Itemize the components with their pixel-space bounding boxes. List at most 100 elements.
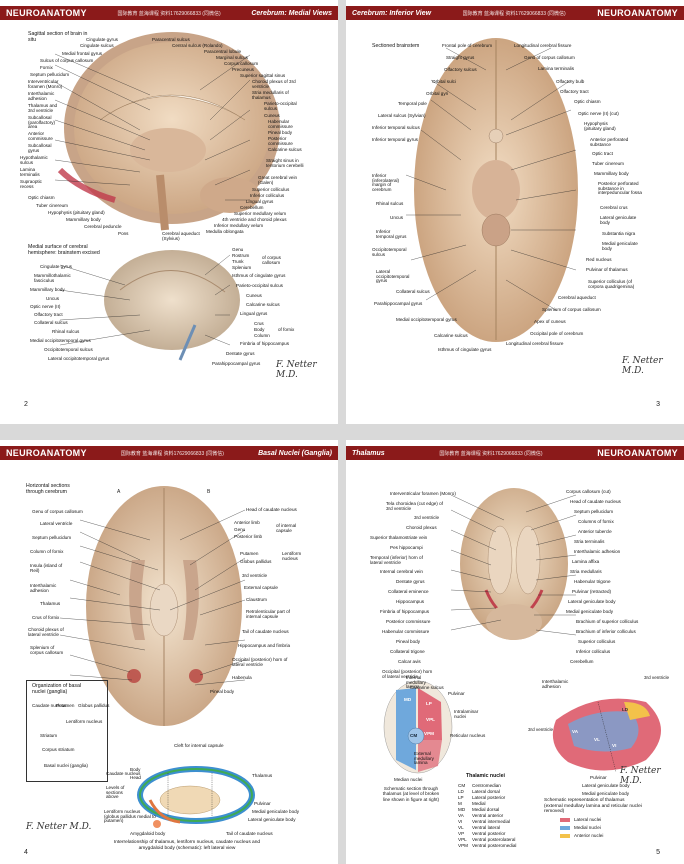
label: 3rd ventricle xyxy=(644,675,670,680)
label: Inferior temporal gyrus xyxy=(376,229,407,239)
label: of internal capsule xyxy=(276,523,297,533)
label: of corpus callosum xyxy=(262,255,281,265)
region-label: LP xyxy=(426,701,432,706)
label: Cingulate gyrus xyxy=(86,37,118,42)
label: Brachium of superior colliculus xyxy=(576,619,639,624)
label: Cuneus xyxy=(264,113,280,118)
label: Pineal body xyxy=(268,130,293,135)
label: Longitudinal cerebral fissure xyxy=(506,341,564,346)
label: Occipital pole of cerebrum xyxy=(530,331,584,336)
label: Pons xyxy=(118,231,129,236)
section-letter-b: B xyxy=(207,489,211,495)
label: Reticular nucleus xyxy=(450,733,486,738)
label: Lateral geniculate body xyxy=(568,599,616,604)
label: Internal medullary lamina xyxy=(406,675,426,690)
region-label: CM xyxy=(410,733,418,738)
label: Superior colliculus (of corpora quadrige… xyxy=(588,279,635,289)
nucleus-abbr: MD xyxy=(458,807,466,812)
org-item: Caudate nucleus xyxy=(32,703,67,708)
page-thalamus: Thalamus 国际教育 蓝海课程 资料17629066833 (同微信) N… xyxy=(346,440,684,864)
label: Calcarine sulcus xyxy=(410,685,444,690)
label: Apex of cuneus xyxy=(534,319,566,324)
label: Interthalamic adhesion xyxy=(30,583,57,593)
label: Tuber cinereum xyxy=(36,203,68,208)
label: Body xyxy=(130,767,141,772)
org-item: Corpus striatum xyxy=(42,747,75,752)
label: Cingulate sulcus xyxy=(80,43,114,48)
label: Crus of fornix xyxy=(32,615,60,620)
nucleus-abbr: M xyxy=(458,801,462,806)
label: Temporal pole xyxy=(398,101,427,106)
label: Median nuclei xyxy=(394,777,423,782)
label: Calcar avis xyxy=(398,659,421,664)
label: Pes hippocampi xyxy=(390,545,423,550)
label: 3rd ventricle xyxy=(242,573,268,578)
label: Posterior limb xyxy=(234,534,263,539)
label: Habenular commissure xyxy=(268,119,293,129)
page-header: Thalamus 国际教育 蓝海课程 资料17629066833 (同微信) N… xyxy=(346,446,684,460)
label: Intralaminar nuclei xyxy=(454,709,479,719)
label: External medullary lamina xyxy=(414,751,434,766)
nucleus-name: Lateral posterior xyxy=(472,795,506,800)
label: Occipitotemporal sulcus xyxy=(372,247,407,257)
nucleus-abbr: VA xyxy=(458,813,464,818)
organization-title: Organization of basal nuclei (ganglia) xyxy=(32,683,82,695)
label: Longitudinal cerebral fissure xyxy=(514,43,572,48)
label: Pineal body xyxy=(210,689,235,694)
nucleus-name: Ventral posteromedial xyxy=(472,843,517,848)
nucleus-abbr: VP xyxy=(458,831,465,836)
label: Parieto-occipital sulcus xyxy=(236,283,283,288)
label: Orbital sulci xyxy=(432,79,456,84)
label: Genu of corpus callosum xyxy=(524,55,575,60)
header-section-title: Cerebrum: Medial Views xyxy=(251,9,332,17)
label: Mammillary body xyxy=(594,171,629,176)
label: Parahippocampal gyrus xyxy=(374,301,423,306)
page-header: NEUROANATOMY 国际教育 蓝海课程 资料17629066833 (同微… xyxy=(0,6,338,20)
label: Pulvinar xyxy=(254,801,271,806)
label: Superior colliculus xyxy=(252,187,290,192)
label: Inferior temporal gyrus xyxy=(372,137,418,142)
header-section-title: Thalamus xyxy=(352,449,385,457)
region-label: VPL xyxy=(426,717,435,722)
header-book-title: NEUROANATOMY xyxy=(6,8,87,18)
nucleus-name: Ventral posterior xyxy=(472,831,506,836)
label: Straight sinus in tentorium cerebelli xyxy=(266,158,304,168)
label: Claustrum xyxy=(246,597,267,602)
label: Genu xyxy=(234,527,246,532)
label: Medial geniculate body xyxy=(602,241,638,251)
label: 4th ventricle and choroid plexus xyxy=(222,217,287,222)
org-item: Putamen xyxy=(56,703,75,708)
label: Mammillary body xyxy=(30,287,65,292)
nucleus-name: Medial xyxy=(472,801,486,806)
label: Crus xyxy=(254,321,264,326)
label: Insula (island of Reil) xyxy=(30,563,63,573)
label: Lamina terminalis xyxy=(20,167,40,177)
label: Olfactory bulb xyxy=(556,79,585,84)
label: Dentate gyrus xyxy=(396,579,425,584)
label: Fimbria of hippocampus xyxy=(240,341,290,346)
label: Corpus callosum xyxy=(224,61,259,66)
label: Collateral sulcus xyxy=(34,320,68,325)
label: Collateral sulcus xyxy=(396,289,430,294)
nucleus-name: Ventral intermedial xyxy=(472,819,511,824)
label: Thalamus and 3rd ventricle xyxy=(28,103,58,113)
org-item: Basal nuclei (ganglia) xyxy=(44,763,88,768)
label: Fornix xyxy=(40,65,53,70)
label: Interthalamic adhesion xyxy=(542,679,569,689)
label: Inferior medullary velum xyxy=(214,223,264,228)
label: Hippocampus xyxy=(396,599,425,604)
label: Uncus xyxy=(46,296,60,301)
nucleus-name: Ventral anterior xyxy=(472,813,504,818)
section-letter-a: A xyxy=(117,489,121,495)
nucleus-abbr: LD xyxy=(458,789,464,794)
label: Medial geniculate body xyxy=(566,609,613,614)
label: Olfactory sulcus xyxy=(444,67,477,72)
label: Choroid plexus of 3rd ventricle xyxy=(252,79,296,89)
label: Pulvinar (retracted) xyxy=(572,589,612,594)
region-label: VA xyxy=(572,729,579,734)
page-header: Cerebrum: Inferior View 国际教育 蓝海课程 资料1762… xyxy=(346,6,684,20)
label: Pulvinar of thalamus xyxy=(586,267,628,272)
caption-interrelationship: Interrelationship of thalamus, lentiform… xyxy=(113,840,261,851)
organization-box xyxy=(26,680,108,782)
label: Splenium xyxy=(232,265,252,270)
